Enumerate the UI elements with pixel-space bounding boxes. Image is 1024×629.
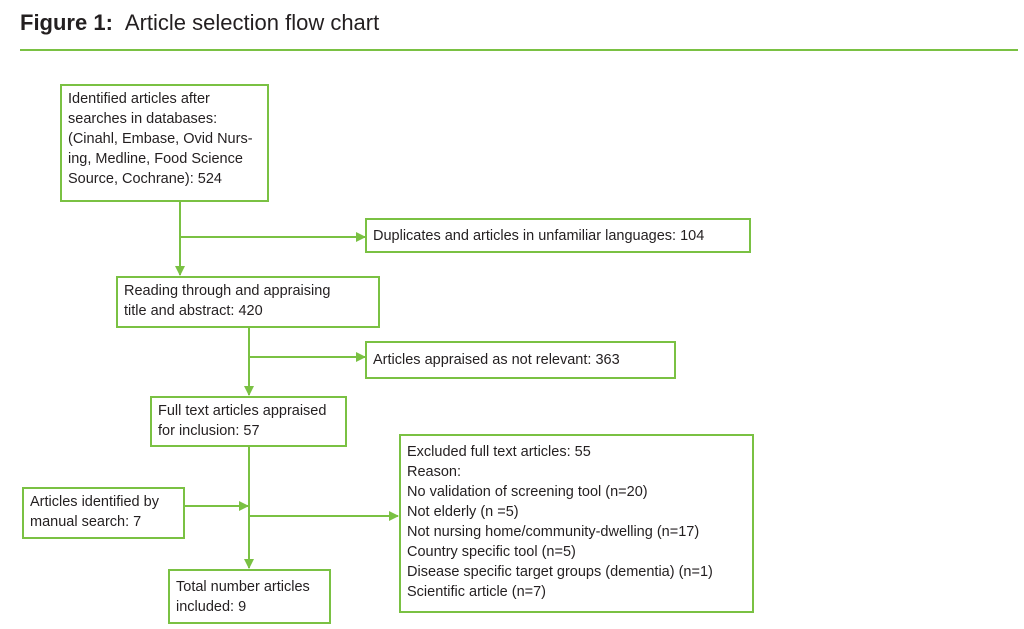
box-line: included: 9 [176,599,247,615]
box-line: Disease specific target groups (dementia… [407,564,713,580]
box-line: manual search: 7 [30,514,142,530]
box-line: ing, Medline, Food Science [68,151,243,167]
duplicates-box: Duplicates and articles in unfamiliar la… [365,218,751,253]
box-line: Country specific tool (n=5) [407,544,576,560]
box-line: Scientific article (n=7) [407,584,547,600]
box-line: (Cinahl, Embase, Ovid Nurs- [68,131,253,147]
figure-label: Figure 1: [20,10,113,35]
box-line: Not elderly (n =5) [407,504,519,520]
box-line: Not nursing home/community-dwelling (n=1… [407,524,700,540]
box-line: searches in databases: [68,111,218,127]
box-line: Reading through and appraising [124,283,331,299]
excluded-articles-box: Excluded full text articles: 55 Reason: … [399,434,754,613]
figure-title: Figure 1: Article selection flow chart [20,8,379,38]
total-included-box: Total number articles included: 9 [168,569,331,624]
manual-search-box: Articles identified by manual search: 7 [22,487,185,539]
box-line: Articles identified by [30,494,159,510]
box-line: for inclusion: 57 [158,423,260,439]
full-text-appraised-box: Full text articles appraised for inclusi… [150,396,347,447]
box-line: Source, Cochrane): 524 [68,171,222,187]
box-line: title and abstract: 420 [124,303,263,319]
box-line: Articles appraised as not relevant: 363 [373,352,620,368]
box-line: Excluded full text articles: 55 [407,444,591,460]
not-relevant-box: Articles appraised as not relevant: 363 [365,341,676,379]
box-line: Reason: [407,464,462,480]
identified-articles-box: Identified articles after searches in da… [60,84,269,202]
box-line: Full text articles appraised [158,403,327,419]
box-line: Identified articles after [68,91,210,107]
box-line: Duplicates and articles in unfamiliar la… [373,228,705,244]
box-line: No validation of screening tool (n=20) [407,484,648,500]
box-line: Total number articles [176,579,310,595]
title-divider [20,49,1018,51]
figure-title-text: Article selection flow chart [124,10,380,35]
reading-appraising-box: Reading through and appraising title and… [116,276,380,328]
